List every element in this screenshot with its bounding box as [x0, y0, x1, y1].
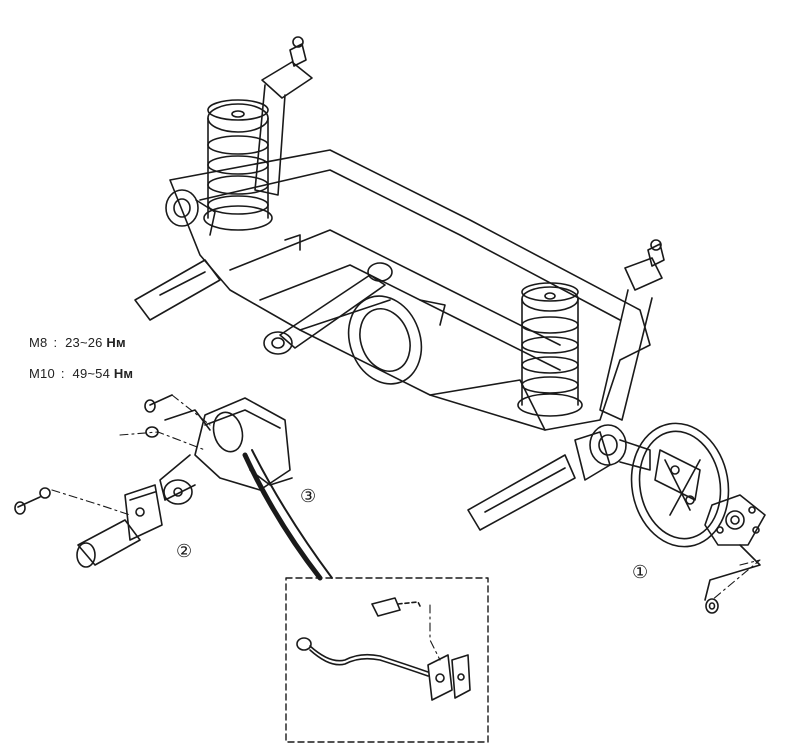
sensor-harness — [242, 449, 333, 581]
guide-lines — [51, 394, 761, 661]
callout-1: ① — [632, 562, 648, 583]
left-coil-spring — [203, 99, 273, 231]
torque-spec-m10: M10: 49~54 Нм — [29, 366, 133, 381]
right-trailing-arm — [467, 454, 576, 531]
torque-spec-m10-size: M10 — [29, 366, 55, 381]
brake-assembly — [630, 422, 766, 614]
right-shock-absorber — [599, 239, 665, 421]
torque-spec-m8-separator: : — [53, 335, 58, 350]
torque-spec-m8-size: M8 — [29, 335, 48, 350]
left-shock-absorber — [254, 36, 313, 196]
left-hub — [165, 189, 216, 236]
torque-spec-m10-separator: : — [60, 366, 65, 381]
propeller-shaft — [76, 484, 163, 568]
torque-spec-m8-value: 23~26 — [65, 335, 103, 350]
right-coil-spring — [517, 282, 583, 417]
callout-3: ③ — [300, 486, 316, 507]
left-trailing-arm — [134, 259, 221, 321]
detail-inset — [285, 577, 489, 743]
callout-2: ② — [176, 541, 192, 562]
torque-spec-m8-unit: Нм — [106, 335, 126, 350]
axle-beam — [169, 149, 651, 431]
torque-spec-m10-unit: Нм — [113, 366, 134, 381]
fasteners — [14, 394, 173, 515]
callout-labels: ① ② ③ — [176, 486, 648, 583]
right-axle-end — [574, 424, 651, 481]
torque-spec-m10-value: 49~54 — [72, 366, 111, 381]
torque-spec-m8: M8: 23~26 Нм — [29, 335, 126, 350]
lateral-link — [263, 262, 393, 355]
